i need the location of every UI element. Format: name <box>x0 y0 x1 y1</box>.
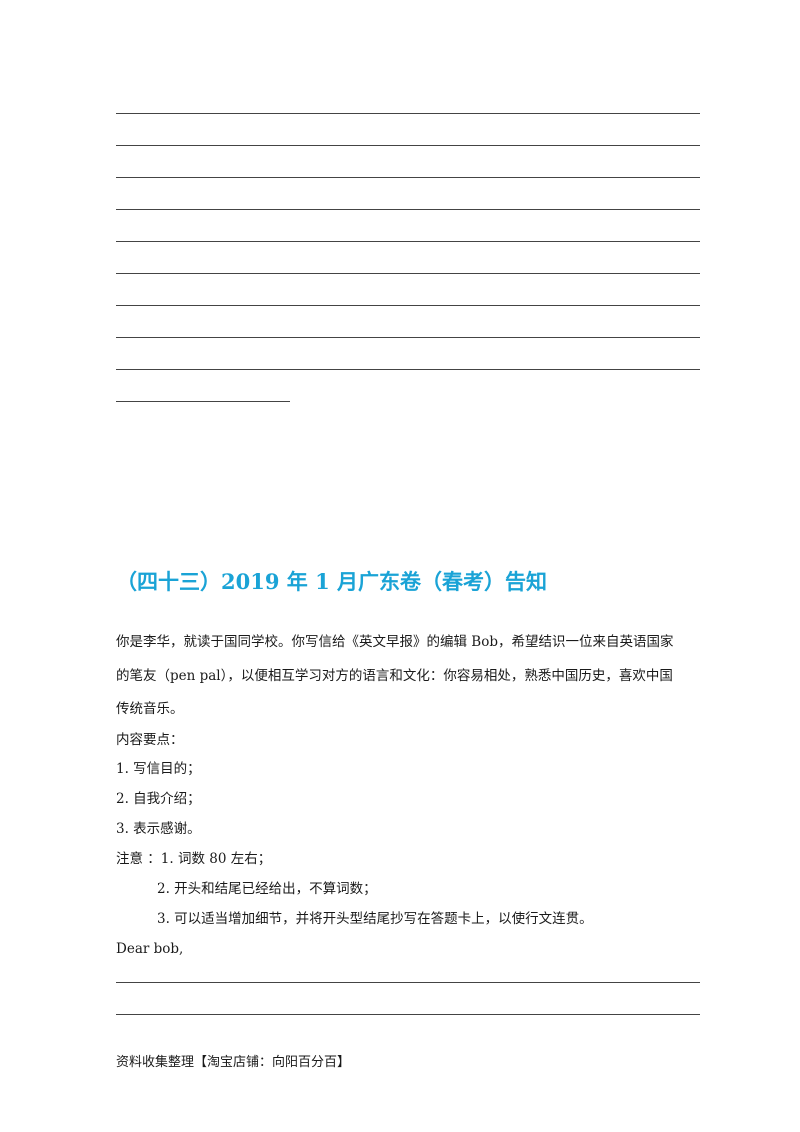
answer-line <box>116 113 700 114</box>
answer-line <box>116 273 700 274</box>
prompt-line: 你是李华，就读于国同学校。你写信给《英文早报》的编辑 Bob，希望结识一位来自英… <box>116 634 674 650</box>
points-heading: 内容要点： <box>116 732 184 748</box>
answer-line <box>116 305 700 306</box>
point-item: 2. 自我介绍； <box>116 791 201 807</box>
answer-line <box>116 369 700 370</box>
salutation: Dear bob, <box>116 941 184 957</box>
footer-text: 资料收集整理【淘宝店铺：向阳百分百】 <box>116 1055 351 1070</box>
note-item: 3. 可以适当增加细节，并将开头型结尾抄写在答题卡上，以使行文连贯。 <box>157 911 593 927</box>
answer-line <box>116 145 700 146</box>
prompt-line: 的笔友（pen pal），以便相互学习对方的语言和文化：你容易相处，熟悉中国历史… <box>116 668 673 684</box>
answer-line <box>116 241 700 242</box>
answer-line <box>116 177 700 178</box>
answer-line <box>116 209 700 210</box>
answer-line <box>116 982 700 983</box>
answer-line <box>116 337 700 338</box>
point-item: 3. 表示感谢。 <box>116 821 201 837</box>
answer-line <box>116 1014 700 1015</box>
section-title: （四十三）2019 年 1 月广东卷（春考）告知 <box>116 569 547 594</box>
note-item: 注意 ：1. 词数 80 左右； <box>116 851 272 867</box>
note-item: 2. 开头和结尾已经给出，不算词数； <box>157 881 377 897</box>
answer-line-short <box>116 401 290 402</box>
prompt-line: 传统音乐。 <box>116 701 184 717</box>
point-item: 1. 写信目的； <box>116 761 201 777</box>
